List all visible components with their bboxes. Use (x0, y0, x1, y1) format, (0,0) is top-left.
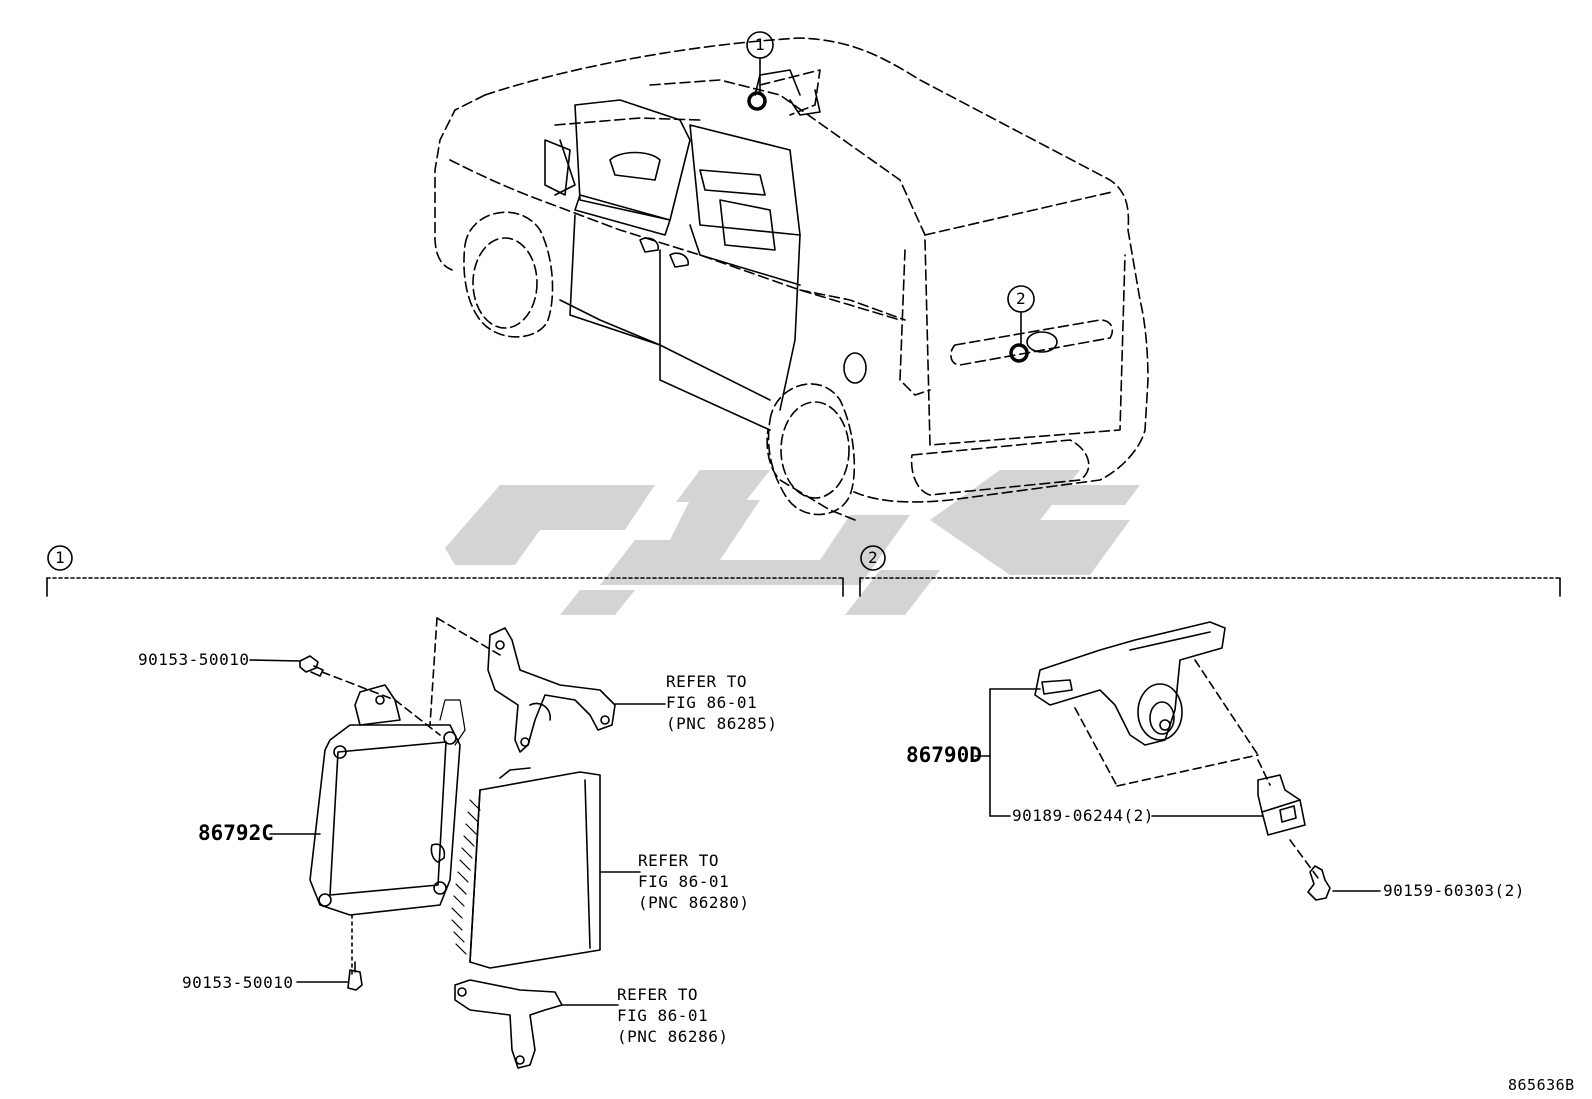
section-2-header (859, 545, 1561, 597)
bracket-top-ref-line1: REFER TO (666, 672, 748, 691)
diagram-code: 865636B (1508, 1076, 1575, 1094)
module-reference: REFER TO FIG 86-01 (PNC 86280) (638, 850, 749, 913)
vehicle-callout-2-number: 2 (1016, 289, 1027, 308)
bolt-bottom-part-number: 90153-50010 (182, 973, 294, 992)
camera-part-number: 86790D (906, 743, 982, 767)
bolt-bottom-part (296, 961, 363, 991)
ecu-part (269, 684, 466, 976)
camera-leader-bracket (974, 688, 1263, 817)
vehicle-callout-1-marker (746, 31, 774, 111)
vehicle-callout-1-number: 1 (755, 35, 766, 54)
bracket-bottom-ref-line3: (PNC 86286) (617, 1027, 729, 1046)
screw-part (1307, 865, 1381, 901)
module-ref-line2: FIG 86-01 (638, 872, 730, 891)
section-2-number: 2 (868, 548, 879, 567)
section-1-header (46, 545, 844, 597)
ecu-part-number: 86792C (198, 821, 274, 845)
vehicle-callout-2-marker (1007, 285, 1035, 363)
screw-part-number: 90159-60303(2) (1383, 881, 1525, 900)
bracket-top-reference: REFER TO FIG 86-01 (PNC 86285) (666, 671, 777, 734)
bracket-top-ref-line2: FIG 86-01 (666, 693, 758, 712)
bolt-top-part (249, 655, 441, 736)
bracket-top-ref-line3: (PNC 86285) (666, 714, 778, 733)
bolt-top-part-number: 90153-50010 (138, 650, 250, 669)
bracket-bottom-ref-line2: FIG 86-01 (617, 1006, 709, 1025)
module-ref-line1: REFER TO (638, 851, 720, 870)
bracket-top-part (429, 617, 666, 753)
bracket-bottom-ref-line1: REFER TO (617, 985, 699, 1004)
vehicle-outline (434, 37, 1149, 521)
section-1-number: 1 (55, 548, 66, 567)
bracket-bottom-part (454, 979, 619, 1069)
watermark-logo (445, 470, 1140, 615)
module-ref-line3: (PNC 86280) (638, 893, 750, 912)
clip-part-number: 90189-06244(2) (1012, 806, 1154, 825)
bracket-bottom-reference: REFER TO FIG 86-01 (PNC 86286) (617, 984, 728, 1047)
module-part (451, 767, 641, 969)
clip-part (1257, 774, 1319, 879)
camera-part (1034, 621, 1271, 787)
